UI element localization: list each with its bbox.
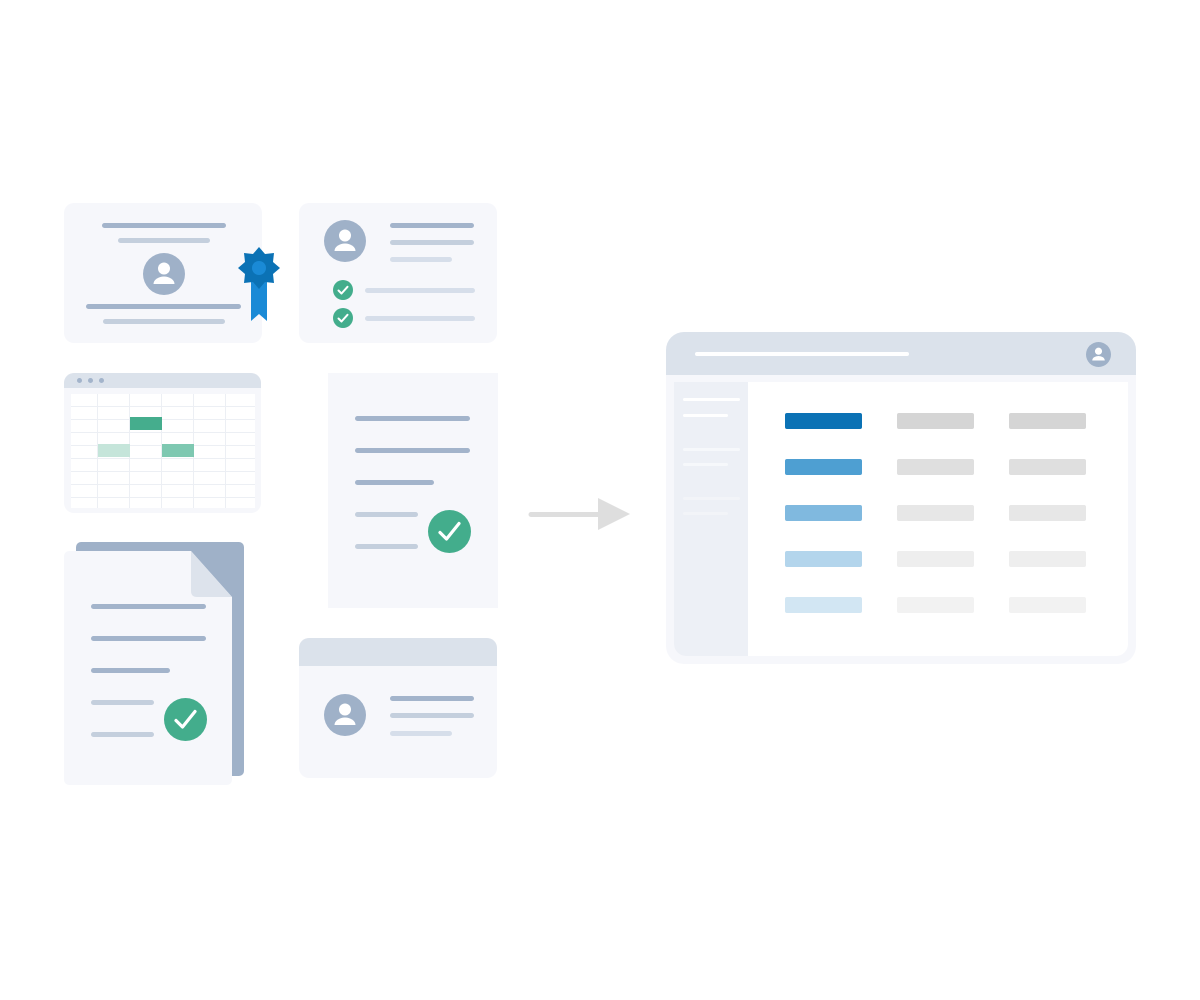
document-line [355, 480, 434, 485]
sidebar-item[interactable] [683, 497, 740, 500]
certificate-title-line [102, 223, 226, 228]
row-accent [785, 459, 862, 475]
dashboard-titlebar [666, 332, 1136, 375]
document-line [355, 448, 470, 453]
spreadsheet-card [64, 373, 261, 513]
window-dot-icon [77, 378, 82, 383]
approved-file-card [64, 541, 246, 787]
table-cell [897, 505, 974, 521]
arrow-right-icon [528, 496, 632, 532]
sidebar-item[interactable] [683, 512, 728, 515]
table-cell [1009, 597, 1086, 613]
file-line [91, 700, 154, 705]
certificate-subtitle-line [118, 238, 210, 243]
window-dot-icon [88, 378, 93, 383]
avatar-icon [324, 694, 366, 736]
row-accent [785, 551, 862, 567]
row-accent [785, 505, 862, 521]
table-cell [1009, 413, 1086, 429]
profile-name-line [390, 223, 474, 228]
table-cell [897, 551, 974, 567]
table-cell [1009, 505, 1086, 521]
dashboard-sidebar [674, 382, 748, 656]
table-cell [1009, 459, 1086, 475]
profile-meta-line [390, 257, 452, 262]
table-row[interactable] [785, 597, 1087, 613]
avatar-icon [143, 253, 185, 295]
avatar-icon [1086, 342, 1111, 367]
certificate-card [64, 203, 262, 343]
sidebar-item[interactable] [683, 414, 728, 417]
check-icon [333, 280, 353, 300]
table-cell [897, 459, 974, 475]
certificate-detail-line [103, 319, 225, 324]
table-row[interactable] [785, 551, 1087, 567]
document-line [355, 512, 418, 517]
contact-role-line [390, 713, 474, 718]
checklist-item-line [365, 288, 475, 293]
document-line [355, 544, 418, 549]
approved-document-card [328, 373, 498, 608]
window-dot-icon [99, 378, 104, 383]
row-accent [785, 413, 862, 429]
sidebar-item[interactable] [683, 398, 740, 401]
profile-checklist-card [299, 203, 497, 343]
file-line [91, 668, 170, 673]
check-circle-icon [428, 510, 471, 553]
contact-meta-line [390, 731, 452, 736]
file-line [91, 732, 154, 737]
table-cell [897, 413, 974, 429]
checklist-item-line [365, 316, 475, 321]
contact-card-header [299, 638, 497, 666]
row-accent [785, 597, 862, 613]
dashboard-address-bar [695, 352, 909, 356]
avatar-icon [324, 220, 366, 262]
document-line [355, 416, 470, 421]
check-circle-icon [164, 698, 207, 741]
table-cell [1009, 551, 1086, 567]
table-row[interactable] [785, 413, 1087, 429]
dashboard-window [666, 332, 1136, 664]
contact-card [299, 638, 497, 778]
table-row[interactable] [785, 505, 1087, 521]
spreadsheet-titlebar [64, 373, 261, 388]
table-cell [897, 597, 974, 613]
award-ribbon-icon [237, 246, 281, 324]
sidebar-item[interactable] [683, 463, 728, 466]
contact-name-line [390, 696, 474, 701]
profile-role-line [390, 240, 474, 245]
file-line [91, 604, 206, 609]
check-icon [333, 308, 353, 328]
spreadsheet-grid [71, 394, 255, 508]
table-row[interactable] [785, 459, 1087, 475]
sidebar-item[interactable] [683, 448, 740, 451]
certificate-name-line [86, 304, 241, 309]
file-line [91, 636, 206, 641]
dashboard-body [674, 382, 1128, 656]
